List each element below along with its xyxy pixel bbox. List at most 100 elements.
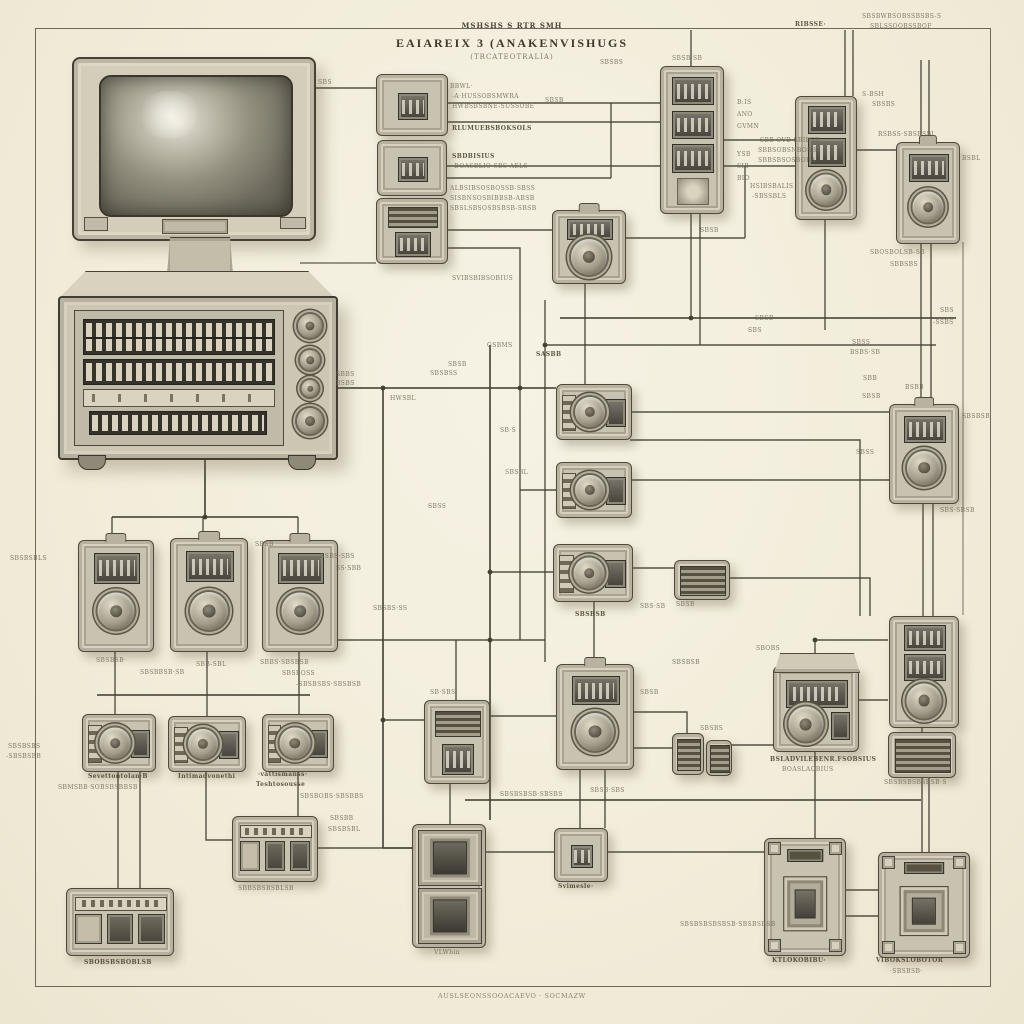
component-ornate-1	[764, 838, 846, 956]
annotation-label: SBSB	[755, 315, 774, 322]
window-panel	[808, 138, 846, 168]
box-nub	[918, 135, 938, 144]
knob-2	[300, 350, 320, 370]
component-rack-f	[660, 66, 724, 214]
annotation-label: Teshtosousse	[256, 781, 306, 788]
annotation-label: SB·SBS	[430, 689, 456, 696]
window-panel	[398, 93, 428, 121]
annotation-label: -SBSBSBB	[6, 753, 42, 760]
window-ticks	[812, 145, 842, 161]
component-left-bot-3	[262, 714, 334, 772]
chassis-top-face	[58, 271, 336, 299]
annotation-label: SBSB	[862, 393, 881, 400]
ornate-label-plate	[787, 849, 823, 862]
cell-window	[432, 899, 468, 933]
scribble-panel	[677, 177, 709, 205]
corner-ornament-1	[882, 856, 895, 869]
annotation-label: BSBS·SBS	[320, 553, 355, 560]
annotation-label: VIBOKSLOBOTOR	[876, 957, 944, 964]
annotation-label: SBBS	[336, 371, 355, 378]
window-ticks	[445, 751, 471, 768]
ornate-center-window	[783, 876, 827, 932]
annotation-label: BSLADVILEBENR.FSOBSIUS	[770, 756, 877, 763]
tower-cell-2	[418, 888, 482, 945]
annotation-label: SBSB	[545, 97, 564, 104]
component-mid-4	[556, 657, 634, 770]
annotation-label: SBSS	[856, 449, 875, 456]
corner-ornament-2	[768, 939, 781, 952]
annotation-label: SBSBSB	[672, 659, 700, 666]
annotation-label: SBS	[318, 79, 332, 86]
annotation-label: SBSBSS	[430, 370, 458, 377]
window-ticks	[283, 560, 319, 577]
annotation-label: SBMSBB·SOBSBSBBSB	[58, 784, 138, 791]
wire	[634, 711, 688, 733]
annotation-label: HSIBSBALIS	[750, 183, 794, 190]
cassette-pane-1	[239, 841, 261, 871]
monitor-badge-left	[84, 217, 108, 231]
component-left-bot-1	[82, 714, 156, 772]
wire-junction	[487, 569, 493, 575]
dial-knob	[190, 591, 228, 630]
annotation-label: BOASLAOBIUS	[782, 766, 834, 773]
annotation-label: SBSB	[640, 689, 659, 696]
switch-row-3	[89, 411, 267, 435]
window-panel	[909, 154, 949, 182]
annotation-label: HWSBL	[390, 395, 416, 402]
cassette-panel-row	[75, 914, 165, 945]
annotation-label: S-BSH	[862, 91, 885, 98]
dial-knob	[99, 727, 131, 759]
dial-knob	[576, 712, 614, 751]
annotation-label: SBSBSBSBSBSB·SBSBSBSB	[680, 921, 776, 928]
corner-ornament-4	[953, 941, 966, 954]
annotation-label: SBB·OVB·SBIBSB	[760, 137, 820, 144]
annotation-label: SASBB	[536, 351, 562, 358]
cell-window	[432, 841, 468, 875]
annotation-label: BSBL	[962, 155, 981, 162]
dial-knob	[912, 191, 944, 223]
box-nub	[289, 533, 311, 542]
annotation-label: SBB-SBL	[196, 661, 227, 668]
window-panel	[398, 157, 428, 182]
component-mid-2	[556, 462, 632, 518]
tower-cell-1	[418, 829, 482, 886]
annotation-label: -A·HUSSOBSMWRA	[452, 93, 519, 100]
annotation-label: SBBSBSBSBLSB	[238, 885, 294, 892]
side-switch-column	[174, 726, 189, 764]
annotation-label: SBOBSBSBOBLSB	[84, 959, 152, 966]
annotation-label: SBSB	[676, 601, 695, 608]
hopper-lid	[774, 653, 860, 673]
component-module-h	[896, 135, 960, 244]
component-module-a	[376, 74, 448, 136]
ornate-label-plate	[904, 862, 944, 874]
corner-ornament-2	[882, 941, 895, 954]
annotation-label: SBSBS·SS	[373, 605, 408, 612]
window-ticks	[399, 238, 427, 252]
border-frame	[35, 28, 991, 987]
annotation-label: HWBSBSBNE-SUSSOBE	[452, 103, 535, 110]
cassette-label-strip	[239, 824, 313, 839]
window-ticks	[792, 686, 842, 702]
annotation-label: SVIBSBIBSOBIUS	[452, 275, 514, 282]
annotation-label: SBBSBSOSBOBA	[758, 157, 816, 164]
dial-knob	[188, 729, 219, 759]
dial-knob	[906, 683, 942, 719]
window-panel	[309, 729, 328, 759]
annotation-label: SBSBB	[330, 815, 354, 822]
annotation-label: SBOSBOLSB-SB	[870, 249, 926, 256]
annotation-label: GVMN	[737, 123, 760, 130]
window-panel	[186, 551, 234, 583]
annotation-label: SBSBSB	[575, 611, 606, 618]
annotation-label: VLWbin	[434, 949, 460, 956]
window-panel	[567, 218, 613, 240]
component-rack-j	[889, 616, 959, 728]
annotation-label: SBSB	[448, 361, 467, 368]
component-vent-mid	[674, 560, 730, 600]
component-module-d	[552, 203, 626, 284]
annotation-label: SS·SBB	[336, 565, 362, 572]
annotation-label: -BOASBLIO·SBS·AELS	[452, 163, 529, 170]
annotation-label: SBOBS	[756, 645, 781, 652]
page-title: EAIAREIX 3 (ANAKENVISHUGS	[395, 36, 629, 50]
annotation-label: SBSB·SBS	[590, 787, 625, 794]
window-ticks	[573, 850, 591, 863]
